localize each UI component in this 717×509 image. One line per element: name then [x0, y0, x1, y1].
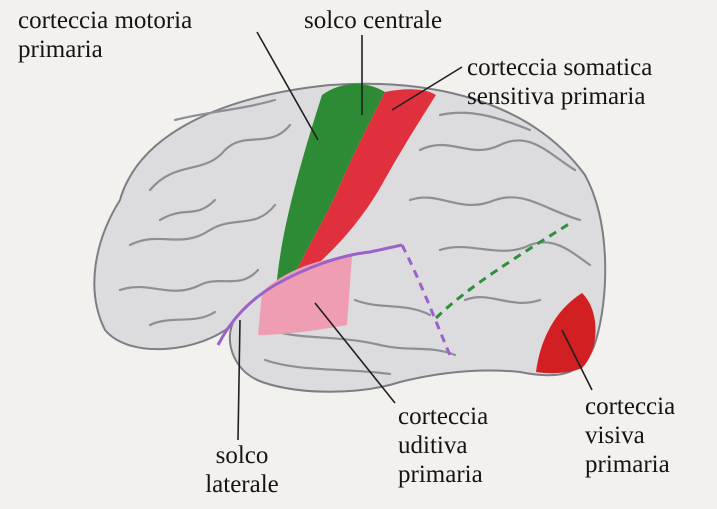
label-lateral-sulcus: solco laterale	[197, 441, 287, 499]
label-somatosensory-cortex: corteccia somatica sensitiva primaria	[467, 53, 652, 111]
label-motor-cortex: corteccia motoria primaria	[18, 6, 192, 64]
label-auditory-cortex: corteccia uditiva primaria	[398, 402, 488, 489]
label-visual-cortex: corteccia visiva primaria	[585, 392, 675, 479]
label-central-sulcus: solco centrale	[304, 6, 442, 35]
